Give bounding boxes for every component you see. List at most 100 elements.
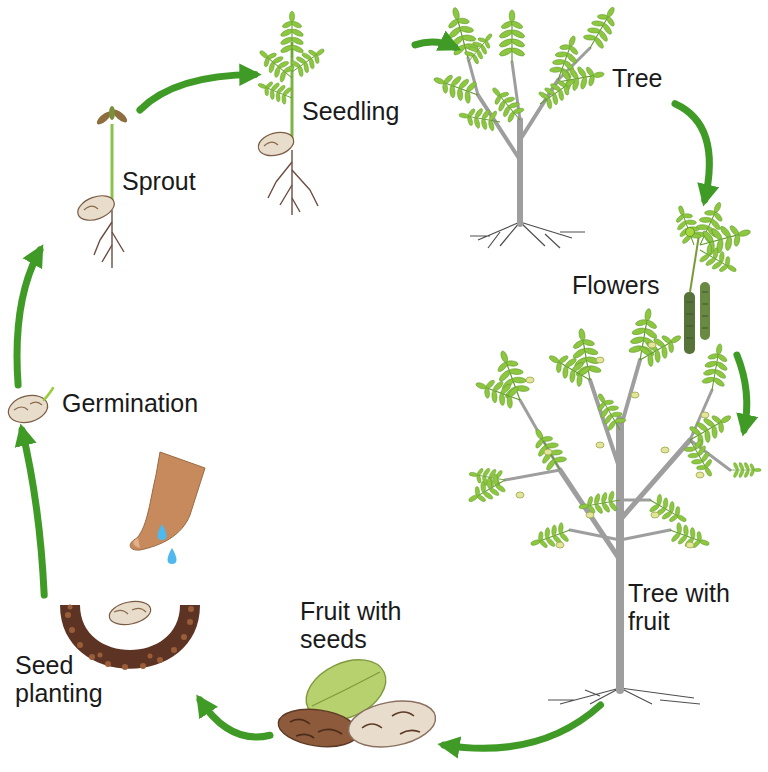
soil-bowl: [65, 612, 71, 618]
fruiting-tree: [730, 462, 761, 478]
fruiting-tree: [472, 373, 524, 412]
soil-bowl: [105, 661, 111, 667]
young-tree: [470, 222, 585, 248]
stage-region: Flowers: [570, 200, 745, 355]
water-drops: [168, 548, 177, 564]
fruiting-tree: [526, 423, 570, 476]
fruiting-tree: [527, 520, 573, 555]
fruiting-tree: [464, 306, 762, 704]
young-tree: [534, 71, 580, 113]
cycle-arrow: [737, 355, 747, 430]
fruiting-tree: [548, 688, 700, 704]
sprout: [109, 106, 115, 120]
seedling: [264, 142, 278, 146]
stage-region: Germination: [5, 385, 235, 430]
flowering-branch: [690, 235, 699, 292]
young-tree: [470, 222, 585, 248]
fruiting-tree: [577, 489, 622, 518]
cycle-arrow: [200, 700, 270, 737]
sprout: [111, 124, 114, 205]
stage-label: Tree: [612, 65, 662, 93]
young-tree: [461, 28, 499, 68]
flowering-branch: [670, 197, 754, 354]
pecan-fruits: [345, 695, 439, 754]
seedling: [286, 41, 330, 80]
stage-region: Fruit with seeds: [270, 595, 444, 760]
fruiting-tree: [701, 412, 709, 418]
stage-label: Seedling: [302, 98, 399, 126]
seedling: [253, 43, 299, 86]
germinating-seed: [14, 402, 42, 410]
pecan-fruits: [276, 705, 360, 752]
sprout: [94, 222, 124, 262]
fruiting-tree: [631, 392, 639, 398]
germinating-seed: [44, 388, 53, 400]
soil-bowl: [188, 606, 194, 612]
fruiting-tree: [634, 326, 687, 370]
cycle-arrow: [675, 104, 709, 200]
flowering-branch: [686, 292, 708, 338]
soil-bowl: [181, 634, 187, 640]
stage-region: Seed planting: [10, 595, 200, 720]
fruiting-tree: [556, 542, 564, 548]
seedling: [256, 129, 296, 160]
seedling: [291, 150, 292, 215]
fruiting-tree: [700, 342, 732, 392]
fruiting-tree: [661, 447, 669, 453]
young-tree: [457, 104, 502, 133]
soil-bowl: [77, 642, 83, 648]
soil-bowl: [148, 654, 153, 659]
stage-label: Seed planting: [15, 652, 125, 707]
fruiting-tree: [570, 530, 620, 540]
fruiting-tree: [666, 520, 712, 555]
fruiting-tree: [544, 449, 552, 455]
seedling: [255, 76, 296, 107]
fruiting-tree: [590, 389, 630, 436]
hand: [133, 538, 140, 548]
soil-bowl: [157, 657, 163, 663]
young-tree: [556, 62, 606, 94]
young-tree: [430, 68, 482, 107]
flowering-branch: [684, 292, 695, 354]
cycle-arrow: [444, 705, 601, 748]
soil-bowl: [171, 647, 177, 653]
cycle-arrow: [22, 430, 44, 595]
fruiting-tree: [620, 530, 670, 540]
sprout: [111, 210, 112, 268]
sprout: [74, 106, 129, 268]
fruiting-tree: [681, 435, 721, 482]
flowering-branch: [700, 282, 710, 340]
hand: [130, 452, 205, 550]
stage-region: Seedling: [255, 35, 415, 215]
fruiting-tree: [596, 442, 604, 448]
hand: [130, 452, 205, 550]
young-tree: [520, 80, 558, 140]
water-drops: [158, 524, 177, 564]
sprout: [84, 206, 98, 210]
soil-bowl: [89, 654, 95, 660]
soil-bowl: [122, 664, 128, 670]
fruiting-tree: [560, 470, 620, 560]
seedling: [268, 162, 318, 212]
flowering-branch: [686, 228, 695, 237]
soil-bowl: [98, 653, 103, 658]
seedling: [280, 11, 304, 58]
stage-region: Tree with fruit: [480, 430, 767, 705]
cycle-arrow: [140, 75, 255, 110]
fruiting-tree: [505, 360, 730, 690]
stage-region: Tree: [455, 5, 675, 240]
fruiting-tree: [645, 491, 692, 531]
fruiting-tree: [516, 492, 524, 498]
stage-region: Sprout: [40, 110, 225, 270]
fruiting-tree: [543, 346, 596, 390]
planted-seed: [107, 598, 153, 628]
planted-seed: [114, 608, 146, 614]
fruiting-tree: [516, 342, 709, 548]
fruiting-tree: [696, 472, 704, 478]
fruiting-tree: [651, 512, 659, 518]
pecan-fruits: [362, 712, 420, 734]
flowering-branch: [686, 302, 693, 338]
stage-label: Germination: [62, 390, 198, 418]
soil-bowl: [69, 627, 75, 633]
fruiting-tree: [586, 512, 594, 518]
